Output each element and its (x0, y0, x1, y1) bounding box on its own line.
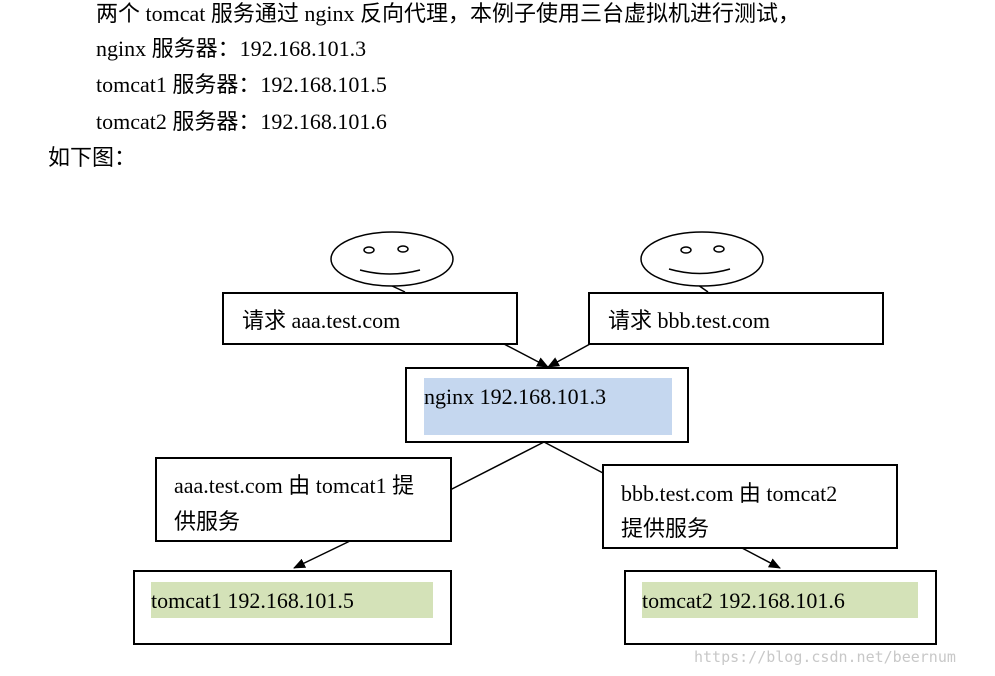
intro-line: 两个 tomcat 服务通过 nginx 反向代理，本例子使用三台虚拟机进行测试… (96, 1, 800, 26)
line-nginx-to-route-a (449, 441, 545, 491)
route-a-line1: aaa.test.com 由 tomcat1 提 (174, 473, 415, 498)
route-a-box: aaa.test.com 由 tomcat1 提 供服务 (155, 457, 452, 542)
watermark-url: https://blog.csdn.net/beernum (694, 648, 956, 666)
tomcat1-box: tomcat1 192.168.101.5 (133, 570, 452, 645)
route-b-line1: bbb.test.com 由 tomcat2 (621, 481, 838, 506)
nginx-server-line: nginx 服务器：192.168.101.3 (96, 36, 367, 61)
route-a-line2: 供服务 (174, 509, 241, 534)
route-b-line2: 提供服务 (621, 516, 710, 541)
tomcat2-box: tomcat2 192.168.101.6 (624, 570, 937, 645)
route-b-box: bbb.test.com 由 tomcat2 提供服务 (602, 464, 898, 549)
user-b-face-icon (640, 231, 764, 293)
request-b-box: 请求 bbb.test.com (588, 292, 884, 345)
request-a-label: 请求 aaa.test.com (242, 308, 401, 333)
nginx-label: nginx 192.168.101.3 (424, 384, 607, 409)
user-a-face-icon (330, 231, 454, 293)
tomcat2-server-line: tomcat2 服务器：192.168.101.6 (96, 109, 387, 134)
arrow-route-b-to-tomcat2 (741, 547, 781, 569)
tomcat1-label: tomcat1 192.168.101.5 (151, 588, 354, 613)
nginx-highlight (424, 378, 672, 435)
tomcat2-label: tomcat2 192.168.101.6 (642, 588, 845, 613)
tomcat2-highlight (642, 582, 918, 618)
request-b-label: 请求 bbb.test.com (608, 308, 770, 333)
figure-caption: 如下图： (48, 145, 137, 170)
arrow-route-a-to-tomcat1 (293, 540, 351, 569)
tomcat1-server-line: tomcat1 服务器：192.168.101.5 (96, 72, 387, 97)
arrow-request-a-to-nginx (503, 343, 549, 368)
request-a-box: 请求 aaa.test.com (222, 292, 518, 345)
tomcat1-highlight (151, 582, 433, 618)
arrow-request-b-to-nginx (547, 343, 591, 368)
nginx-box: nginx 192.168.101.3 (405, 367, 689, 443)
line-nginx-to-route-b (543, 441, 604, 474)
